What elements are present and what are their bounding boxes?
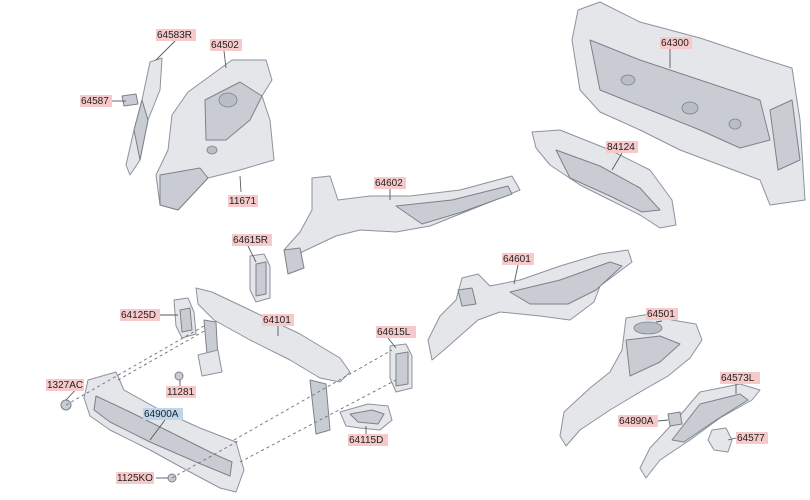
svg-text:64502: 64502 <box>211 40 239 51</box>
part-64577-drawing <box>707 427 733 453</box>
svg-text:64900A: 64900A <box>144 409 179 420</box>
svg-text:1327AC: 1327AC <box>47 380 83 391</box>
svg-text:64300: 64300 <box>661 38 689 49</box>
part-64602-drawing <box>283 175 521 275</box>
callout-64615L[interactable]: 64615L <box>376 326 416 338</box>
callout-64501[interactable]: 64501 <box>646 308 678 320</box>
callout-64583R[interactable]: 64583R <box>156 29 196 41</box>
callout-64300[interactable]: 64300 <box>660 37 692 49</box>
fastener-11281-drawing <box>174 371 184 381</box>
callout-1125KO[interactable]: 1125KO <box>116 472 154 484</box>
svg-text:64583R: 64583R <box>157 30 192 41</box>
callout-11671[interactable]: 11671 <box>228 195 258 207</box>
callout-1327AC[interactable]: 1327AC <box>46 379 84 391</box>
callout-64615R[interactable]: 64615R <box>232 234 272 246</box>
part-64890A-drawing <box>667 411 683 427</box>
svg-text:84124: 84124 <box>607 142 635 153</box>
part-64615L-drawing <box>389 343 413 393</box>
part-64115D-drawing <box>339 403 393 431</box>
callout-64890A[interactable]: 64890A <box>618 415 658 427</box>
callout-64601[interactable]: 64601 <box>502 253 534 265</box>
callout-64573L[interactable]: 64573L <box>720 372 760 384</box>
part-64583R-drawing <box>125 57 163 176</box>
svg-text:64577: 64577 <box>737 433 765 444</box>
callout-64602[interactable]: 64602 <box>374 177 406 189</box>
svg-text:64587: 64587 <box>81 96 109 107</box>
part-64615R-drawing <box>249 253 271 303</box>
part-64101-drawing <box>195 287 351 435</box>
callout-64502[interactable]: 64502 <box>210 39 242 51</box>
svg-text:64573L: 64573L <box>721 373 755 384</box>
part-64601-drawing <box>427 249 633 361</box>
callout-64577[interactable]: 64577 <box>736 432 768 444</box>
svg-text:64890A: 64890A <box>619 416 654 427</box>
svg-text:64115D: 64115D <box>349 435 383 446</box>
callout-64125D[interactable]: 64125D <box>120 309 160 321</box>
callout-84124[interactable]: 84124 <box>606 141 638 153</box>
svg-text:64615R: 64615R <box>233 235 268 246</box>
leader-lines <box>65 39 737 479</box>
part-84124-drawing <box>531 129 677 229</box>
part-64125D-drawing <box>173 297 197 339</box>
svg-text:64125D: 64125D <box>121 310 156 321</box>
part-64502-drawing <box>155 59 275 211</box>
svg-text:11671: 11671 <box>229 196 257 207</box>
callout-11281[interactable]: 11281 <box>166 386 196 398</box>
svg-text:64501: 64501 <box>647 309 675 320</box>
callout-64587[interactable]: 64587 <box>80 95 112 107</box>
svg-text:11281: 11281 <box>167 387 195 398</box>
callout-64900A[interactable]: 64900A <box>143 408 183 420</box>
part-64300-drawing <box>571 1 806 206</box>
svg-text:64615L: 64615L <box>377 327 411 338</box>
part-64573L-drawing <box>639 383 761 479</box>
svg-text:1125KO: 1125KO <box>117 473 153 484</box>
callout-64101[interactable]: 64101 <box>262 314 294 326</box>
part-64900A-drawing <box>83 371 245 493</box>
part-64587-drawing <box>121 93 139 107</box>
svg-text:64601: 64601 <box>503 254 531 265</box>
svg-text:64602: 64602 <box>375 178 403 189</box>
svg-text:64101: 64101 <box>263 315 291 326</box>
assembly-lines <box>65 325 397 479</box>
callout-64115D[interactable]: 64115D <box>348 434 388 446</box>
part-64501-drawing <box>559 313 703 447</box>
